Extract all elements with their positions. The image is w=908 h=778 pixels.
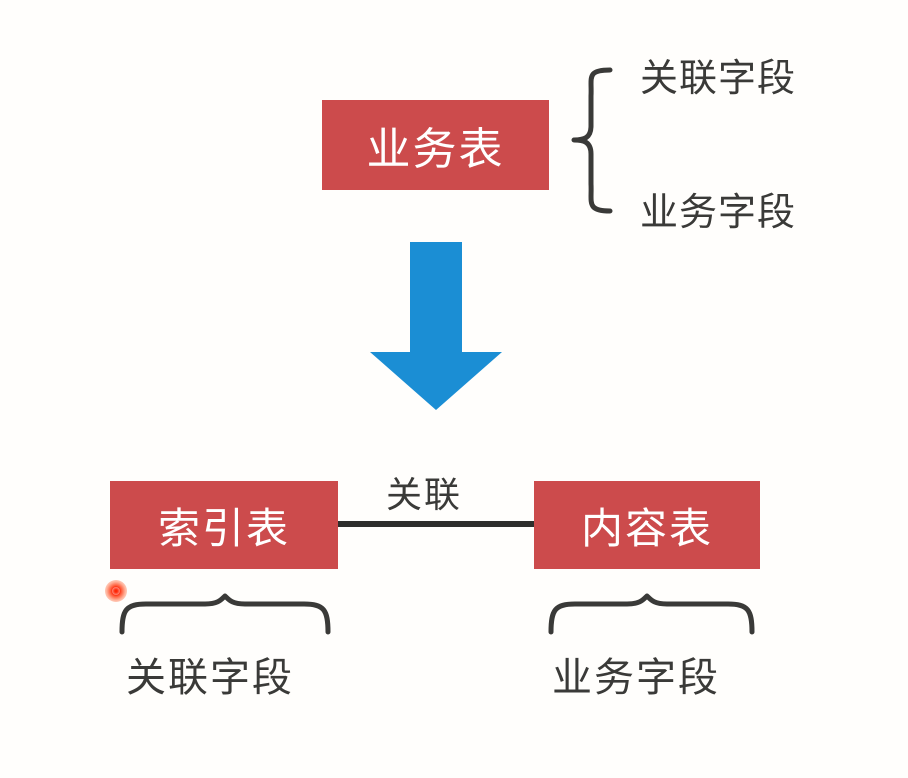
curly-brace-top-left-icon [119, 593, 331, 635]
node-business-table-label: 业务表 [366, 125, 505, 174]
label-association-field-top: 关联字段 [640, 58, 797, 100]
down-arrow-icon [370, 242, 502, 410]
connector-label: 关联 [386, 474, 463, 515]
node-content-table[interactable]: 内容表 [534, 481, 760, 569]
curly-brace-top-right-icon [548, 593, 755, 635]
node-index-table-label: 索引表 [157, 504, 290, 552]
label-association-field-bottom: 关联字段 [126, 656, 294, 700]
node-content-table-label: 内容表 [580, 504, 713, 552]
click-indicator-icon [105, 580, 127, 602]
click-indicator-core [112, 587, 120, 595]
label-business-field-top: 业务字段 [640, 192, 797, 234]
node-business-table[interactable]: 业务表 [322, 100, 549, 190]
node-index-table[interactable]: 索引表 [110, 481, 338, 569]
curly-brace-right-icon [571, 67, 613, 214]
label-business-field-bottom: 业务字段 [552, 656, 720, 700]
